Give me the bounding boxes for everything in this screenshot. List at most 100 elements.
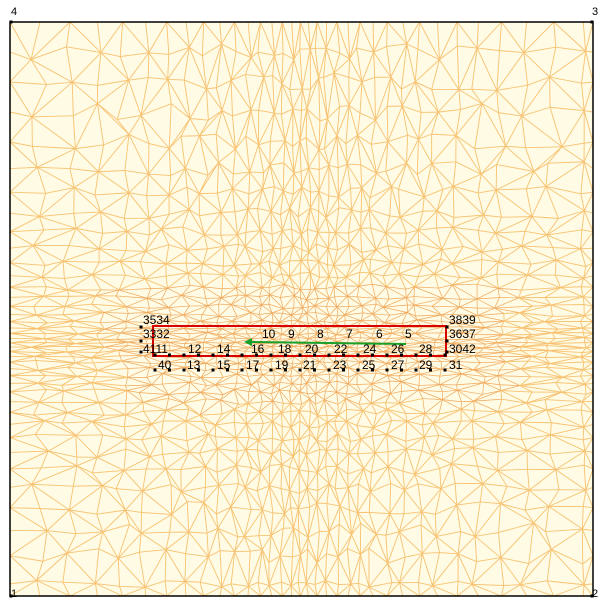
mesh-edge [329, 296, 335, 299]
mesh-edge [474, 103, 483, 149]
mesh-edge [128, 77, 149, 81]
mesh-edge [268, 260, 280, 266]
mesh-edge [485, 375, 498, 377]
mesh-edge [46, 389, 64, 392]
mesh-edge [583, 332, 594, 334]
mesh-edge [580, 369, 584, 377]
mesh-edge [439, 369, 442, 377]
mesh-edge [523, 21, 555, 53]
mesh-edge [161, 228, 188, 251]
mesh-edge [308, 167, 312, 193]
mesh-edge [75, 531, 103, 535]
mesh-edge [348, 305, 362, 307]
node-label: 24 [363, 342, 377, 356]
mesh-edge [38, 216, 45, 231]
mesh-edge [333, 52, 341, 74]
mesh-edge [292, 383, 301, 392]
mesh-edge [189, 46, 203, 57]
mesh-edge [300, 207, 311, 235]
mesh-edge [476, 21, 502, 49]
mesh-edge [94, 171, 99, 195]
mesh-edge [283, 375, 293, 384]
mesh-edge [584, 450, 594, 470]
mesh-edge [260, 332, 264, 338]
mesh-edge [326, 331, 330, 339]
mesh-edge [96, 485, 103, 515]
mesh-edge [400, 381, 419, 391]
mesh-edge [117, 558, 121, 587]
mesh-edge [521, 85, 529, 117]
mesh-edge [498, 261, 532, 265]
mesh-edge [148, 52, 169, 55]
mesh-edge [307, 228, 318, 233]
mesh-edge [279, 313, 284, 323]
mesh-edge [96, 333, 99, 340]
mesh-edge [279, 245, 294, 266]
mesh-edge [473, 339, 497, 344]
mesh-edge [258, 343, 272, 347]
mesh-edge [326, 47, 340, 54]
mesh-edge [496, 273, 528, 276]
mesh-edge [289, 346, 294, 351]
mesh-edge [251, 384, 261, 393]
mesh-edge [485, 325, 502, 328]
mesh-edge [346, 350, 359, 353]
mesh-edge [583, 161, 594, 193]
mesh-edge [162, 366, 185, 374]
mesh-edge [314, 375, 330, 384]
mesh-edge [31, 81, 73, 118]
mesh-edge [189, 320, 201, 323]
mesh-edge [372, 313, 386, 324]
mesh-edge [203, 274, 224, 288]
mesh-edge [581, 409, 594, 413]
mesh-edge [423, 422, 434, 438]
mesh-edge [452, 263, 482, 279]
mesh-edge [289, 490, 299, 510]
mesh-edge [234, 208, 249, 213]
mesh-edge [310, 77, 320, 90]
mesh-edge [545, 186, 559, 219]
mesh-edge [167, 314, 172, 321]
mesh-edge [326, 503, 341, 507]
mesh-edge [336, 584, 340, 597]
mesh-edge [62, 245, 70, 262]
mesh-edge [273, 375, 284, 386]
mesh-edge [300, 582, 307, 597]
mesh-edge [202, 421, 209, 435]
mesh-edge [147, 338, 170, 343]
mesh-edge [205, 448, 218, 467]
mesh-edge [91, 472, 103, 486]
node-label: 3839 [449, 313, 476, 327]
mesh-edge [349, 58, 363, 83]
mesh-edge [146, 312, 168, 321]
mesh-edge [96, 328, 105, 334]
mesh-edge [371, 402, 386, 404]
mesh-edge [406, 229, 419, 234]
mesh-edge [318, 77, 321, 121]
mesh-edge [217, 334, 223, 338]
mesh-edge [75, 211, 101, 229]
mesh-edge [317, 466, 326, 473]
mesh-edge [369, 272, 387, 288]
mesh-edge [127, 377, 152, 386]
mesh-edge [471, 420, 475, 440]
mesh-edge [417, 211, 424, 231]
mesh-edge [399, 196, 425, 218]
mesh-edge [328, 466, 338, 484]
mesh-edge [9, 391, 39, 403]
mesh-edge [435, 536, 440, 553]
mesh-edge [421, 553, 433, 586]
mesh-edge [201, 21, 205, 56]
mesh-edge [315, 232, 319, 245]
mesh-edge [451, 339, 460, 344]
mesh-edge [33, 402, 40, 416]
mesh-edge [297, 216, 302, 235]
mesh-edge [520, 409, 548, 423]
mesh-edge [310, 207, 319, 212]
mesh-edge [580, 286, 584, 297]
mesh-edge [168, 307, 184, 316]
mesh-edge [167, 79, 172, 104]
mesh-edge [244, 285, 247, 296]
mesh-edge [308, 426, 320, 429]
mesh-edge [417, 210, 438, 231]
